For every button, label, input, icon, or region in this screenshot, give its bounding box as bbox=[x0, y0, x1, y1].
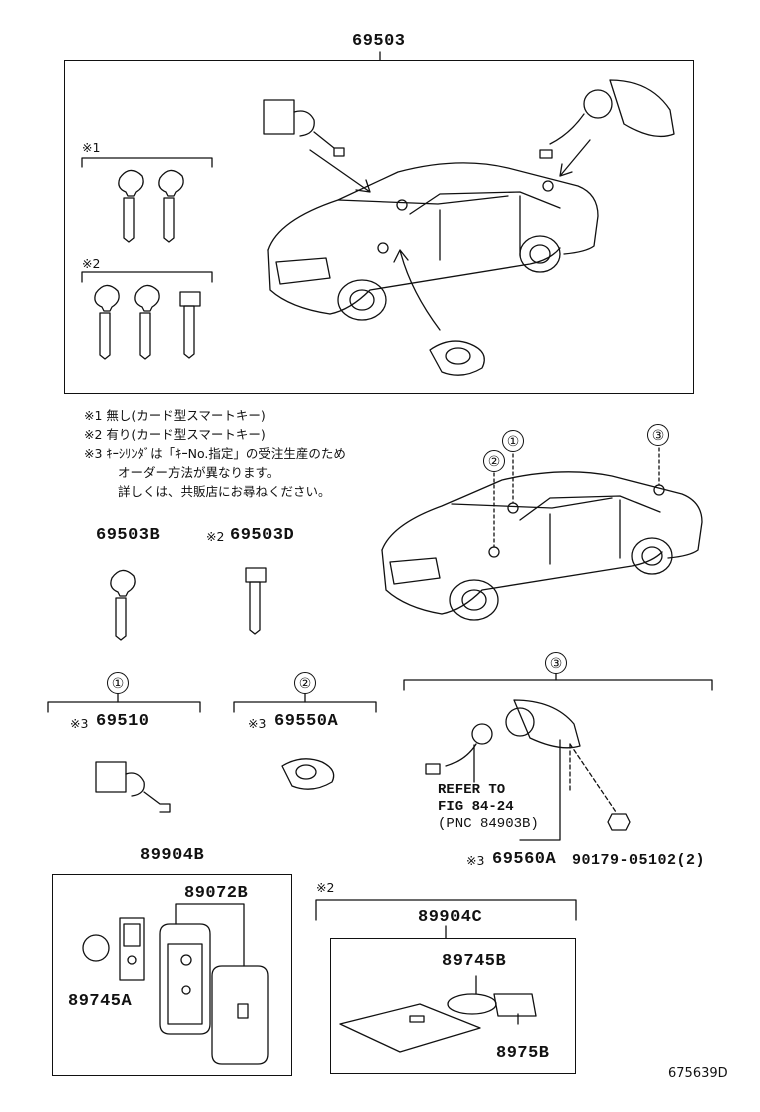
label-refer-line-2: FIG 84-24 bbox=[438, 799, 514, 815]
label-battery-b: 89745B bbox=[442, 952, 507, 971]
arrow-group-top bbox=[309, 139, 591, 331]
label-smart-key-assembly: 89904B bbox=[140, 846, 205, 865]
label-figure-code: 675639D bbox=[668, 1066, 728, 1081]
label-key-b-prefix: ※2 bbox=[206, 529, 225, 544]
circle-group-3: ③ bbox=[545, 652, 567, 674]
label-card-key-prefix: ※2 bbox=[316, 880, 335, 895]
note-line-4: オーダー方法が異なります。 bbox=[118, 465, 280, 480]
bracket-part-3 bbox=[403, 679, 713, 691]
circle-label-1: ① bbox=[502, 430, 524, 452]
label-note-mark-1: ※1 bbox=[82, 140, 101, 155]
note-line-3: ※3 ｷｰｼﾘﾝﾀﾞは「ｷｰNo.指定」の受注生産のため bbox=[84, 446, 346, 461]
part-drawing-battery-a bbox=[82, 934, 110, 962]
car-drawing-top bbox=[267, 162, 599, 321]
smart-key-assembly-box bbox=[52, 874, 292, 1076]
label-part-2-prefix: ※3 bbox=[248, 716, 267, 731]
label-main-assembly: 69503 bbox=[352, 32, 406, 51]
bracket-note-2 bbox=[81, 271, 213, 283]
key-icon-69503d bbox=[245, 567, 267, 635]
note-line-5: 詳しくは、共販店にお尋ねください。 bbox=[118, 484, 331, 499]
label-part-1: 69510 bbox=[96, 712, 150, 731]
label-part-1-prefix: ※3 bbox=[70, 716, 89, 731]
car-drawing-mid bbox=[381, 471, 703, 621]
circle-label-3: ③ bbox=[647, 424, 669, 446]
bracket-part-2 bbox=[233, 701, 377, 713]
circle-group-2: ② bbox=[294, 672, 316, 694]
bracket-note-1 bbox=[81, 157, 213, 168]
label-part-2: 69550A bbox=[274, 712, 339, 731]
note-line-1: ※1 無し(カード型スマートキー) bbox=[84, 408, 266, 423]
card-key-assembly-box bbox=[330, 938, 576, 1074]
bracket-89072b bbox=[175, 903, 245, 967]
part-drawing-sheet bbox=[493, 993, 537, 1017]
label-refer-line-3: (PNC 84903B) bbox=[438, 816, 539, 832]
label-part-3-prefix: ※3 bbox=[466, 853, 485, 868]
leader-69560a bbox=[519, 739, 561, 841]
part-drawing-case bbox=[159, 923, 211, 1035]
part-drawing-cover bbox=[211, 965, 269, 1065]
part-drawing-69510 bbox=[95, 761, 171, 813]
main-assembly-box bbox=[64, 60, 694, 394]
bracket-89904c bbox=[315, 899, 577, 921]
part-drawing-card bbox=[339, 1003, 481, 1053]
label-card-part: 8975B bbox=[496, 1044, 550, 1063]
label-note-mark-2: ※2 bbox=[82, 256, 101, 271]
note-line-2: ※2 有り(カード型スマートキー) bbox=[84, 427, 266, 442]
label-battery-a: 89745A bbox=[68, 992, 133, 1011]
part-drawing-clip bbox=[607, 813, 631, 831]
part-drawing-glovebox-cylinder bbox=[263, 99, 345, 157]
part-drawing-69550a bbox=[281, 758, 335, 790]
part-drawing-trunk-cylinder bbox=[539, 79, 675, 159]
circle-label-2: ② bbox=[483, 450, 505, 472]
key-icon-69503b bbox=[110, 569, 136, 641]
leader-clip bbox=[569, 743, 617, 813]
label-refer-line-1: REFER TO bbox=[438, 782, 506, 798]
part-drawing-door-cylinder bbox=[429, 340, 485, 376]
label-card-key-assembly: 89904C bbox=[418, 908, 483, 927]
circle-group-1: ① bbox=[107, 672, 129, 694]
label-part-3: 69560A bbox=[492, 850, 557, 869]
label-key-a: 69503B bbox=[96, 526, 161, 545]
part-drawing-69560a bbox=[425, 699, 581, 775]
label-clip-part: 90179-05102(2) bbox=[572, 852, 706, 869]
part-drawing-case-inner bbox=[119, 917, 145, 981]
key-icon-group-2 bbox=[94, 284, 201, 360]
label-case: 89072B bbox=[184, 884, 249, 903]
label-key-b: 69503D bbox=[230, 526, 295, 545]
bracket-part-1 bbox=[47, 701, 201, 713]
key-icon-group-1 bbox=[118, 169, 184, 243]
